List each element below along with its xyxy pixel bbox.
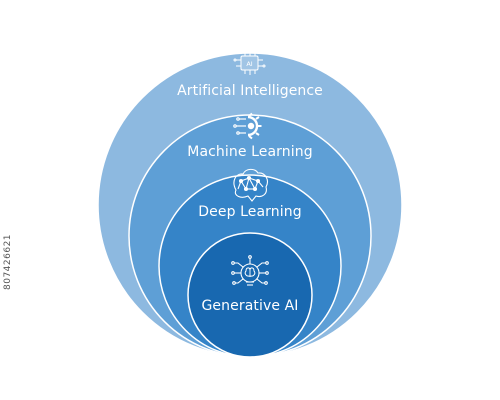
label-machine-learning: Machine Learning xyxy=(187,144,313,160)
ai-brain-bulb-icon xyxy=(231,255,269,286)
circle-generative-ai xyxy=(187,232,313,358)
label-deep-learning: Deep Learning xyxy=(198,204,302,220)
ai-chip-icon: AI xyxy=(233,49,266,75)
neural-brain-icon xyxy=(233,168,268,202)
gear-circuit-icon xyxy=(233,112,262,140)
ai-chip-text: AI xyxy=(246,60,252,68)
label-artificial-intelligence: Artificial Intelligence xyxy=(177,83,323,99)
label-generative-ai: Generative AI xyxy=(201,298,299,314)
image-id-text: 807426621 xyxy=(3,233,13,290)
